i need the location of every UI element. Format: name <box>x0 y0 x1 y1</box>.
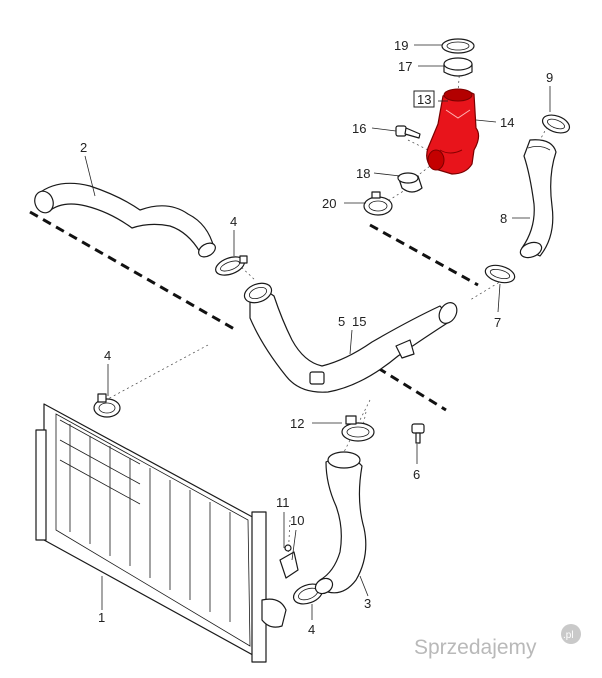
bolt-6 <box>411 423 425 444</box>
hose-2 <box>34 182 216 258</box>
seal-18 <box>397 172 423 193</box>
callout-9: 9 <box>546 70 553 85</box>
charge-air-housing-14-highlighted <box>426 88 480 175</box>
watermark: Sprzedajemy .pl <box>414 624 581 659</box>
callout-15: 15 <box>352 314 366 329</box>
watermark-brand: Sprzedajemy <box>414 636 537 659</box>
alignment-lines <box>105 65 553 561</box>
callout-19: 19 <box>394 38 408 53</box>
clamp-7 <box>484 264 516 284</box>
clamp-20 <box>363 191 393 216</box>
clamp-19 <box>441 38 475 54</box>
callout-12: 12 <box>290 416 304 431</box>
intercooler-1 <box>35 403 287 663</box>
callout-2: 2 <box>80 140 87 155</box>
watermark-tld: .pl <box>563 630 574 641</box>
callout-7: 7 <box>494 315 501 330</box>
callout-16: 16 <box>352 121 366 136</box>
callout-4-bottom: 4 <box>308 622 315 637</box>
callout-3: 3 <box>364 596 371 611</box>
hose-3 <box>314 451 367 595</box>
dashed-boundary-lines <box>29 210 479 412</box>
callout-20: 20 <box>322 196 336 211</box>
bracket-10-11 <box>279 544 299 579</box>
callout-18: 18 <box>356 166 370 181</box>
clamp-12 <box>341 415 375 442</box>
clamp-9 <box>541 114 571 134</box>
callout-11: 11 <box>276 495 290 510</box>
clamp-4-upper <box>215 255 248 276</box>
callout-5: 5 <box>338 314 345 329</box>
callout-8: 8 <box>500 211 507 226</box>
callout-4-left: 4 <box>104 348 111 363</box>
callout-17: 17 <box>398 59 412 74</box>
callout-14: 14 <box>500 115 514 130</box>
seal-ring-17 <box>443 57 473 77</box>
callout-13-box <box>413 90 435 108</box>
leader-lines <box>84 44 551 620</box>
callout-13: 13 <box>417 92 431 107</box>
callout-numbers: 19 17 13 14 16 18 20 9 8 7 2 4 5 15 4 12… <box>80 38 553 637</box>
callout-4-upper: 4 <box>230 214 237 229</box>
watermark-badge <box>561 624 581 644</box>
callout-10: 10 <box>290 513 304 528</box>
callout-6: 6 <box>413 467 420 482</box>
callout-1: 1 <box>98 610 105 625</box>
clamp-4-left <box>93 393 121 418</box>
hose-8 <box>519 139 557 259</box>
bolt-16 <box>395 125 421 139</box>
charge-pipe-5-15 <box>243 282 458 393</box>
